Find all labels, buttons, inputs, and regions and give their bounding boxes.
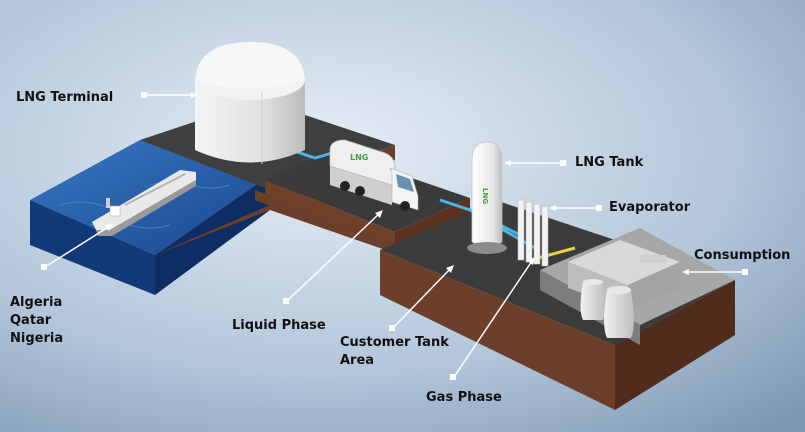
label-evaporator: Evaporator xyxy=(609,200,691,215)
label-lng-terminal: LNG Terminal xyxy=(16,90,114,105)
label-lng-tank: LNG Tank xyxy=(575,155,644,170)
label-customer-tank-line1: Customer Tank xyxy=(340,335,449,350)
label-source-algeria: Algeria xyxy=(10,295,63,310)
label-consumption: Consumption xyxy=(694,248,791,263)
leader-lines xyxy=(41,92,748,380)
lng-tank-icon: LNG xyxy=(467,141,507,254)
ship-icon xyxy=(92,170,196,236)
truck-lng-text: LNG xyxy=(350,153,368,162)
label-sources: Algeria Qatar Nigeria xyxy=(10,294,63,348)
lng-terminal-tank-icon xyxy=(195,42,305,164)
label-liquid-phase: Liquid Phase xyxy=(232,318,326,333)
consumption-plant-icon xyxy=(568,240,680,338)
tank-lng-text: LNG xyxy=(481,188,489,204)
lng-truck-icon: LNG xyxy=(329,139,419,211)
label-source-qatar: Qatar xyxy=(10,313,52,328)
label-gas-phase: Gas Phase xyxy=(426,390,502,405)
label-customer-tank-area: Customer Tank Area xyxy=(340,334,449,370)
label-customer-tank-line2: Area xyxy=(340,353,375,368)
evaporator-icon xyxy=(517,199,549,267)
label-source-nigeria: Nigeria xyxy=(10,331,64,346)
